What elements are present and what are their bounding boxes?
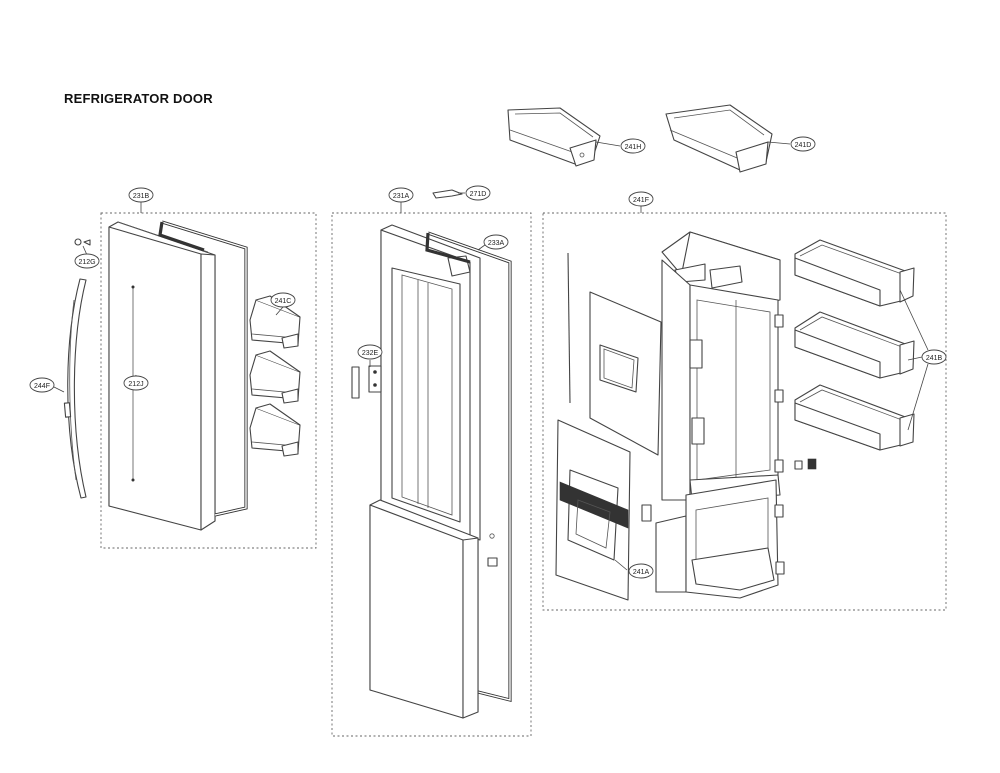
svg-text:241D: 241D xyxy=(795,142,812,149)
clip-271D xyxy=(432,189,463,199)
callout-232E: 232E xyxy=(357,344,383,360)
svg-text:241B: 241B xyxy=(926,355,943,362)
svg-text:212G: 212G xyxy=(78,259,95,266)
callout-212J: 212J xyxy=(123,375,149,391)
upper-inner-panel xyxy=(589,291,662,456)
svg-text:241H: 241H xyxy=(625,144,642,151)
svg-text:241F: 241F xyxy=(633,197,649,204)
door-liner-lower xyxy=(641,479,785,599)
callout-244F: 244F xyxy=(29,377,55,393)
svg-text:231A: 231A xyxy=(393,193,410,200)
door-bin-241C-bottom xyxy=(249,403,301,457)
door-bin-241B-bottom xyxy=(794,384,915,451)
door-231B xyxy=(108,221,216,531)
svg-text:231B: 231B xyxy=(133,193,150,200)
rod-part xyxy=(567,252,571,404)
door-bin-241D xyxy=(665,104,773,173)
gasket-233A xyxy=(425,231,512,703)
center-door-group-box xyxy=(331,212,532,737)
callout-241H: 241H xyxy=(620,138,646,154)
leader-lines xyxy=(51,141,929,571)
svg-text:244F: 244F xyxy=(34,383,50,390)
callout-271D: 271D xyxy=(465,185,491,201)
diagram-title: REFRIGERATOR DOOR xyxy=(64,91,213,106)
clip-small-b xyxy=(807,458,817,470)
clip-small-a xyxy=(794,460,803,470)
callout-231B: 231B xyxy=(128,187,154,203)
door-frame-231A xyxy=(380,224,481,541)
callout-241B: 241B xyxy=(921,349,947,365)
door-bin-241C-middle xyxy=(249,350,301,404)
callout-212G: 212G xyxy=(74,253,100,269)
door-bin-241B-top xyxy=(794,239,915,307)
callout-231A: 231A xyxy=(388,187,414,203)
svg-text:271D: 271D xyxy=(470,191,487,198)
door-bin-241B-middle xyxy=(794,311,915,379)
hinge-232E xyxy=(351,365,382,399)
left-door-group-box xyxy=(100,212,317,549)
callout-233A: 233A xyxy=(483,234,509,250)
svg-text:212J: 212J xyxy=(128,381,143,388)
left-door-gasket xyxy=(158,220,248,517)
door-lower-panel xyxy=(369,499,498,719)
door-bin-241H xyxy=(507,107,601,167)
screw-212G xyxy=(74,238,91,246)
svg-text:233A: 233A xyxy=(488,240,505,247)
lower-inner-panel xyxy=(555,419,631,601)
svg-text:241C: 241C xyxy=(275,298,292,305)
door-liner-241F xyxy=(661,231,784,501)
svg-text:232E: 232E xyxy=(362,350,379,357)
callout-241C: 241C xyxy=(270,292,296,308)
callout-241F: 241F xyxy=(628,191,654,207)
callout-241D: 241D xyxy=(790,136,816,152)
handle-244F xyxy=(63,278,87,499)
right-door-group-box xyxy=(542,212,947,611)
callout-241A: 241A xyxy=(628,563,654,579)
svg-text:241A: 241A xyxy=(633,569,650,576)
